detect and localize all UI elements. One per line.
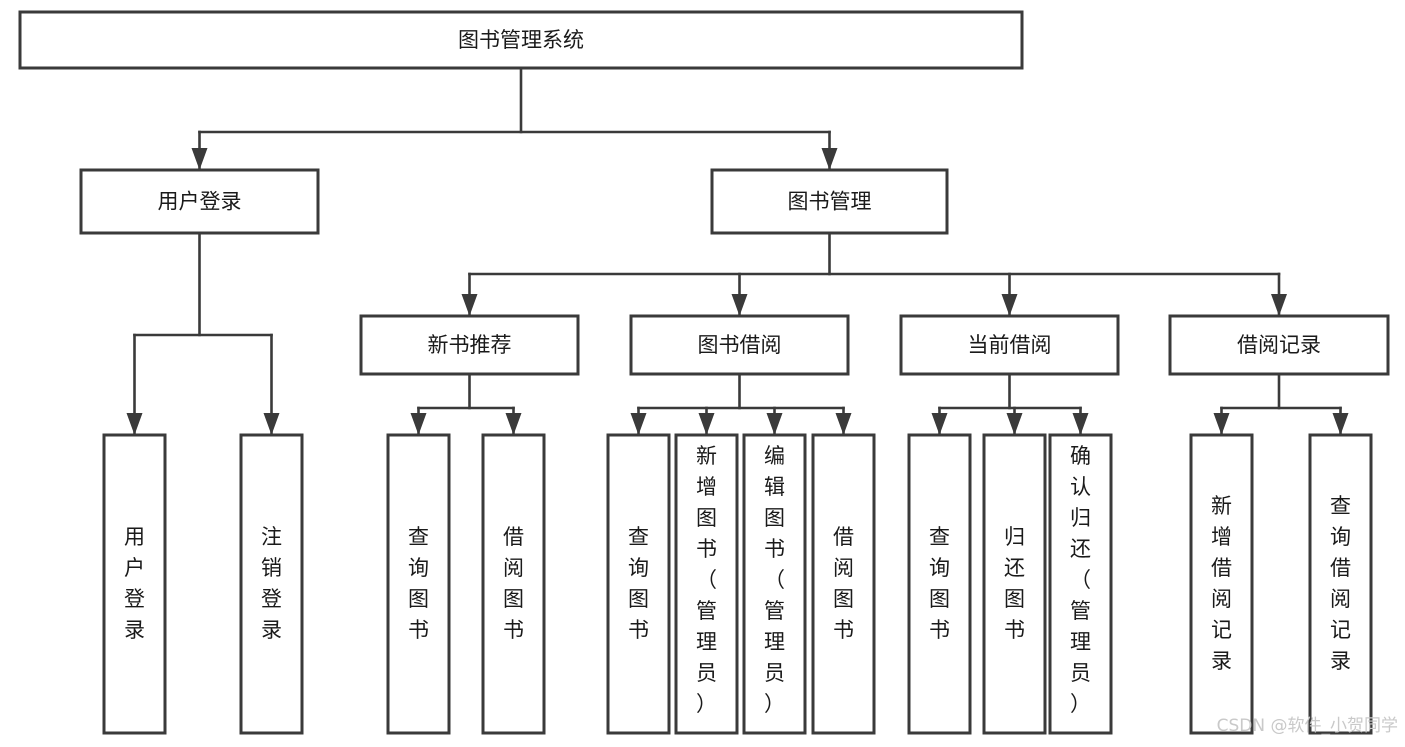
- node-leaf-query-book-cur[interactable]: 查询图书: [907, 433, 972, 735]
- node-leaf-edit-book[interactable]: 编辑图书（管理员）: [742, 433, 807, 735]
- edge-group-user-login: [126, 231, 280, 436]
- edge-group-root: [191, 66, 838, 171]
- node-leaf-query-record[interactable]: 查询借阅记录: [1308, 433, 1373, 735]
- connector-layer: [126, 66, 1349, 436]
- node-box-leaf-confirm-return[interactable]: [1048, 433, 1113, 735]
- edge-group-book-borrow: [630, 372, 852, 436]
- node-leaf-borrow-book-rec[interactable]: 借阅图书: [481, 433, 546, 735]
- node-box-leaf-query-book-borrow[interactable]: [606, 433, 671, 735]
- node-leaf-borrow-book[interactable]: 借阅图书: [811, 433, 876, 735]
- node-label-borrow-record: 借阅记录: [1237, 333, 1321, 357]
- node-box-book-borrow[interactable]: [629, 314, 850, 376]
- node-box-leaf-edit-book[interactable]: [742, 433, 807, 735]
- node-box-leaf-query-record[interactable]: [1308, 433, 1373, 735]
- node-leaf-user-login[interactable]: 用户登录: [102, 433, 167, 735]
- node-user-login[interactable]: 用户登录: [79, 168, 320, 235]
- node-leaf-add-book[interactable]: 新增图书（管理员）: [674, 433, 739, 735]
- node-leaf-return-book[interactable]: 归还图书: [982, 433, 1047, 735]
- node-leaf-user-logout[interactable]: 注销登录: [239, 433, 304, 735]
- node-box-leaf-borrow-book-rec[interactable]: [481, 433, 546, 735]
- edge-group-borrow-record: [1213, 372, 1349, 436]
- node-borrow-record[interactable]: 借阅记录: [1168, 314, 1390, 376]
- node-box-leaf-add-record[interactable]: [1189, 433, 1254, 735]
- node-label-book-manage: 图书管理: [788, 190, 872, 214]
- node-label-leaf-query-book-rec: 查询图书: [408, 525, 429, 642]
- node-label-leaf-borrow-book-rec: 借阅图书: [503, 525, 524, 642]
- node-label-book-borrow: 图书借阅: [698, 333, 782, 357]
- node-label-leaf-confirm-return: 确认归还（管理员）: [1070, 444, 1091, 716]
- node-book-manage[interactable]: 图书管理: [710, 168, 949, 235]
- node-label-leaf-edit-book: 编辑图书（管理员）: [764, 444, 785, 716]
- node-box-borrow-record[interactable]: [1168, 314, 1390, 376]
- node-label-leaf-user-login: 用户登录: [124, 525, 145, 642]
- node-leaf-confirm-return[interactable]: 确认归还（管理员）: [1048, 433, 1113, 735]
- node-leaf-query-book-rec[interactable]: 查询图书: [386, 433, 451, 735]
- node-label-current-borrow: 当前借阅: [968, 333, 1052, 357]
- node-label-new-book-recommend: 新书推荐: [428, 333, 512, 357]
- node-box-leaf-user-logout[interactable]: [239, 433, 304, 735]
- node-label-leaf-add-record: 新增借阅记录: [1211, 494, 1232, 673]
- node-box-leaf-query-book-cur[interactable]: [907, 433, 972, 735]
- node-current-borrow[interactable]: 当前借阅: [899, 314, 1120, 376]
- node-box-leaf-return-book[interactable]: [982, 433, 1047, 735]
- node-label-leaf-query-record: 查询借阅记录: [1330, 494, 1351, 673]
- edge-group-new-book-recommend: [410, 372, 522, 436]
- node-new-book-recommend[interactable]: 新书推荐: [359, 314, 580, 376]
- node-label-leaf-user-logout: 注销登录: [261, 525, 282, 642]
- node-box-leaf-query-book-rec[interactable]: [386, 433, 451, 735]
- node-label-leaf-borrow-book: 借阅图书: [833, 525, 854, 642]
- node-label-leaf-query-book-cur: 查询图书: [929, 525, 950, 642]
- node-box-leaf-user-login[interactable]: [102, 433, 167, 735]
- node-leaf-add-record[interactable]: 新增借阅记录: [1189, 433, 1254, 735]
- node-label-leaf-return-book: 归还图书: [1004, 525, 1025, 642]
- csdn-watermark: CSDN @软件_小贺同学: [1217, 716, 1398, 736]
- node-label-leaf-add-book: 新增图书（管理员）: [696, 444, 717, 716]
- node-box-leaf-borrow-book[interactable]: [811, 433, 876, 735]
- node-box-book-manage[interactable]: [710, 168, 949, 235]
- node-leaf-query-book-borrow[interactable]: 查询图书: [606, 433, 671, 735]
- node-root[interactable]: 图书管理系统: [18, 10, 1024, 70]
- edge-group-current-borrow: [931, 372, 1089, 436]
- node-label-user-login: 用户登录: [158, 190, 242, 214]
- node-box-leaf-add-book[interactable]: [674, 433, 739, 735]
- node-label-root: 图书管理系统: [458, 28, 584, 52]
- node-book-borrow[interactable]: 图书借阅: [629, 314, 850, 376]
- node-box-new-book-recommend[interactable]: [359, 314, 580, 376]
- node-box-root[interactable]: [18, 10, 1024, 70]
- node-label-leaf-query-book-borrow: 查询图书: [628, 525, 649, 642]
- edge-group-book-manage: [461, 231, 1287, 317]
- node-box-current-borrow[interactable]: [899, 314, 1120, 376]
- node-layer: 图书管理系统用户登录图书管理新书推荐图书借阅当前借阅借阅记录用户登录注销登录查询…: [18, 10, 1390, 735]
- node-box-user-login[interactable]: [79, 168, 320, 235]
